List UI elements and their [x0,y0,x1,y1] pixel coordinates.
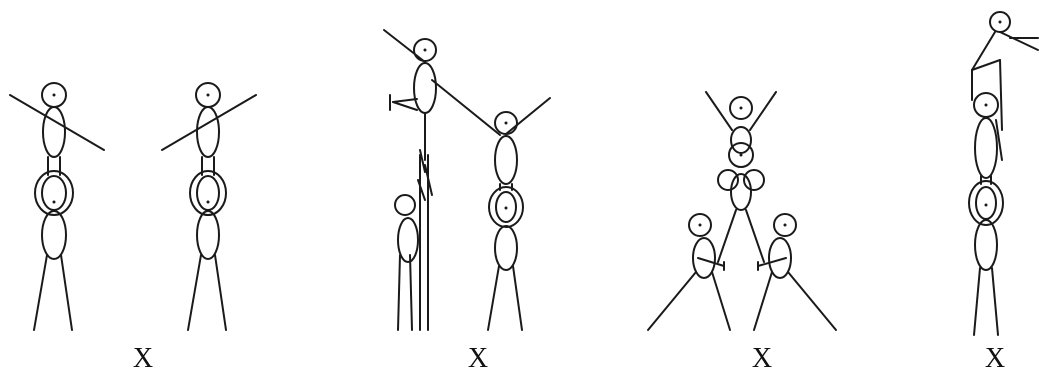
figure-shoulder-stack [940,0,1039,340]
figure-pair-stand-drawing [9,82,257,331]
stick-figure-base-left [647,213,731,331]
caption-pyramid: X [751,343,773,374]
stick-figure-middle [717,142,765,263]
stick-figure-top [705,91,777,154]
caption-pair-stand: X [132,343,154,374]
stick-figure-spotter [487,97,551,331]
stick-figure-flyer-top [971,11,1039,131]
stick-figure-left [9,82,105,331]
stick-figure-base-stack [968,92,1004,336]
figure-extension-stunt-drawing [383,29,551,331]
figure-pair-stand [0,0,280,340]
stick-figure-flyer [383,29,501,173]
figure-extension-stunt [370,0,570,340]
caption-extension-stunt: X [467,343,489,374]
figure-pyramid-drawing [647,91,837,331]
figure-pyramid [640,0,850,340]
stick-figure-base-right [753,213,837,331]
figure-shoulder-stack-drawing [968,11,1039,336]
caption-shoulder-stack: X [984,343,1006,374]
stick-figure-right [161,82,257,331]
stick-figure-base [394,154,433,331]
